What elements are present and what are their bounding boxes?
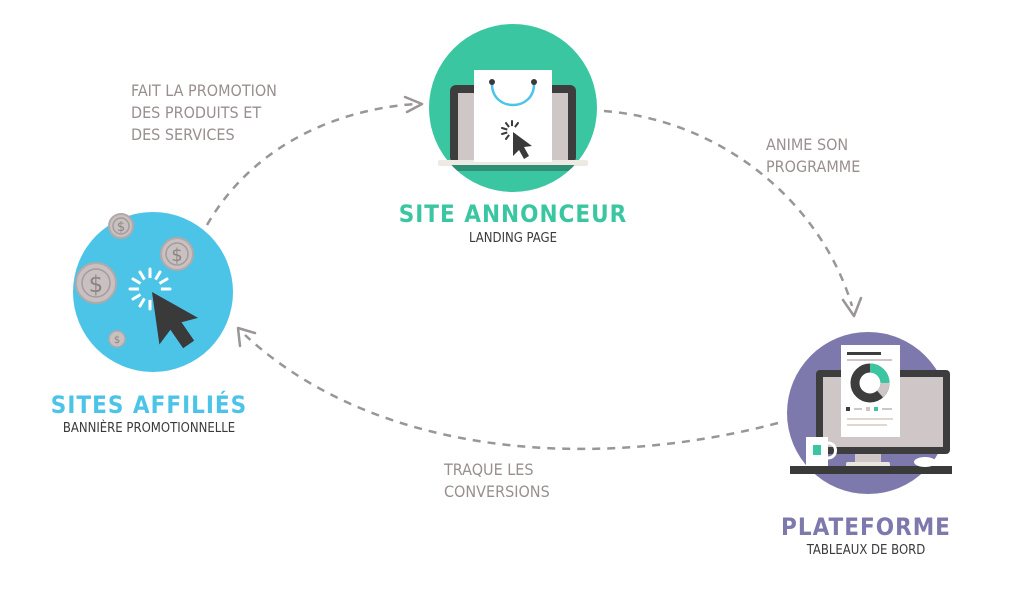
edge-label-line: TRAQUE LES xyxy=(443,460,533,479)
affiliate-title: SITES AFFILIÉS xyxy=(51,390,247,419)
coffee-mug-icon xyxy=(806,437,837,466)
edge-label-line: ANIME SON xyxy=(766,135,848,154)
svg-text:$: $ xyxy=(89,272,104,298)
platform-node xyxy=(787,332,952,494)
dollar-coin-icon: $ xyxy=(75,262,117,304)
arrowhead-advertiser-to-platform xyxy=(841,296,863,318)
dollar-coin-icon: $ xyxy=(160,237,194,271)
affiliate-subtitle: BANNIÈRE PROMOTIONNELLE xyxy=(63,420,235,436)
edge-label-line: DES PRODUITS ET xyxy=(131,103,261,122)
computer-mouse-icon xyxy=(914,457,936,467)
edge-label-line: CONVERSIONS xyxy=(444,482,550,501)
svg-text:$: $ xyxy=(114,335,120,346)
edge-label-line: PROGRAMME xyxy=(766,157,860,176)
mouse-cursor-icon xyxy=(152,292,199,349)
advertiser-title: SITE ANNONCEUR xyxy=(399,200,628,228)
svg-text:$: $ xyxy=(171,245,182,266)
dollar-coin-icon: $ xyxy=(108,213,134,239)
edge-label-line: FAIT LA PROMOTION xyxy=(131,81,277,100)
platform-subtitle: TABLEAUX DE BORD xyxy=(806,543,926,558)
arrowhead-affiliate-to-advertiser xyxy=(403,95,424,114)
affiliate-node: $ $ $ $ xyxy=(73,212,233,372)
edge-label-track: TRAQUE LES CONVERSIONS xyxy=(443,460,550,501)
arrowhead-platform-to-affiliate xyxy=(236,326,257,348)
arrow-advertiser-to-platform xyxy=(603,109,854,307)
arrow-affiliate-to-advertiser xyxy=(205,102,416,226)
mouse-cursor-icon xyxy=(513,132,532,159)
edge-label-promote: FAIT LA PROMOTION DES PRODUITS ET DES SE… xyxy=(131,81,277,144)
advertiser-node xyxy=(429,24,597,192)
advertiser-subtitle: LANDING PAGE xyxy=(469,231,557,246)
arrow-platform-to-affiliate xyxy=(244,334,779,451)
platform-title: PLATEFORME xyxy=(781,513,951,541)
svg-text:$: $ xyxy=(117,220,125,235)
report-sheet xyxy=(841,345,900,437)
edge-label-line: DES SERVICES xyxy=(131,125,235,144)
edge-label-animate: ANIME SON PROGRAMME xyxy=(766,135,860,176)
dollar-coin-icon: $ xyxy=(108,330,126,348)
donut-chart-icon xyxy=(850,363,890,403)
